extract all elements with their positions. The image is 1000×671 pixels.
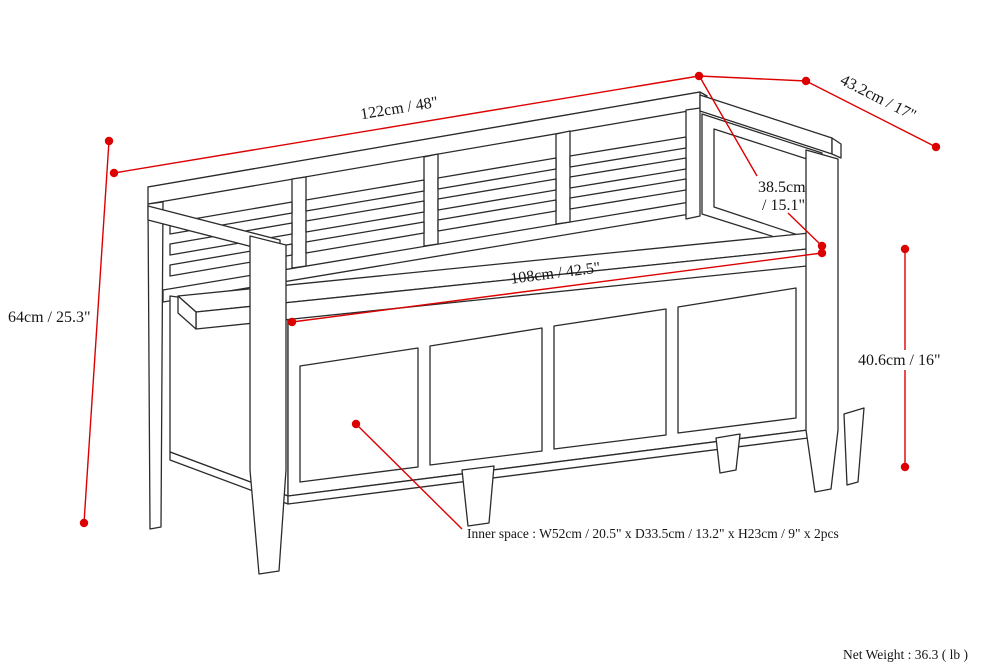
back-slat [437, 157, 557, 190]
dimension-dot [79, 518, 89, 528]
front-right-leg [805, 149, 839, 493]
bench-line-drawing [147, 91, 865, 575]
back-left-post [147, 201, 164, 530]
backrest-height-leader-1 [700, 78, 758, 177]
inner-space-note: Inner space : W52cm / 20.5" x D33.5cm / … [467, 526, 839, 541]
backrest-height-label-line1: 38.5cm [758, 179, 806, 196]
dimension-dot [900, 462, 910, 472]
dimension-dot [817, 241, 827, 251]
overall-width-line [113, 75, 700, 174]
front-panel-1 [299, 347, 419, 483]
overall-depth-label: 43.2cm / 17" [837, 72, 918, 125]
back-slat [305, 221, 425, 254]
back-slat [569, 157, 687, 189]
dimension-lines [83, 75, 937, 530]
dimension-dot [104, 136, 114, 146]
seat-height-label-bg [854, 350, 942, 370]
corner-connector-line [698, 75, 807, 82]
overall-depth-line [805, 80, 937, 148]
middle-rear-leg [715, 433, 741, 474]
dimension-dot [817, 248, 827, 258]
slat-divider [423, 153, 439, 247]
inner-space-leader [355, 423, 463, 530]
front-panel-2 [429, 327, 543, 466]
legs [249, 149, 865, 575]
back-slat [437, 178, 557, 211]
cushion-left-cap [177, 295, 197, 330]
back-slat [305, 179, 425, 212]
backrest-height-label-line2: / 15.1" [762, 197, 805, 214]
back-slat [569, 178, 687, 210]
dimension-dot [351, 419, 361, 429]
front-left-leg [249, 235, 287, 575]
overall-height-label: 64cm / 25.3" [8, 309, 91, 326]
right-arm-cap [831, 137, 842, 159]
right-rear-leg [843, 407, 865, 486]
dimension-dot [801, 76, 811, 86]
back-right-post [685, 107, 701, 220]
dimension-endpoints [79, 71, 941, 528]
overall-height-line [83, 140, 110, 524]
front-panel-4 [677, 287, 797, 434]
seat-width-line [291, 252, 823, 323]
dimension-dot [109, 168, 119, 178]
overall-width-label: 122cm / 48" [359, 94, 439, 123]
middle-front-leg [461, 465, 495, 527]
dimension-dot [694, 71, 704, 81]
backrest [147, 91, 708, 530]
slat-divider [291, 176, 307, 269]
backrest-height-leader-2 [787, 212, 823, 247]
back-slat [305, 200, 425, 233]
dimension-dot [287, 317, 297, 327]
net-weight-note: Net Weight : 36.3 ( lb ) [843, 647, 968, 662]
back-slat [569, 136, 687, 168]
front-panel-3 [553, 308, 667, 450]
seat-height-label: 40.6cm / 16" [858, 352, 941, 369]
dimension-dot [931, 142, 941, 152]
dimension-dot [900, 244, 910, 254]
slat-divider [555, 130, 571, 225]
back-slat [437, 199, 557, 232]
